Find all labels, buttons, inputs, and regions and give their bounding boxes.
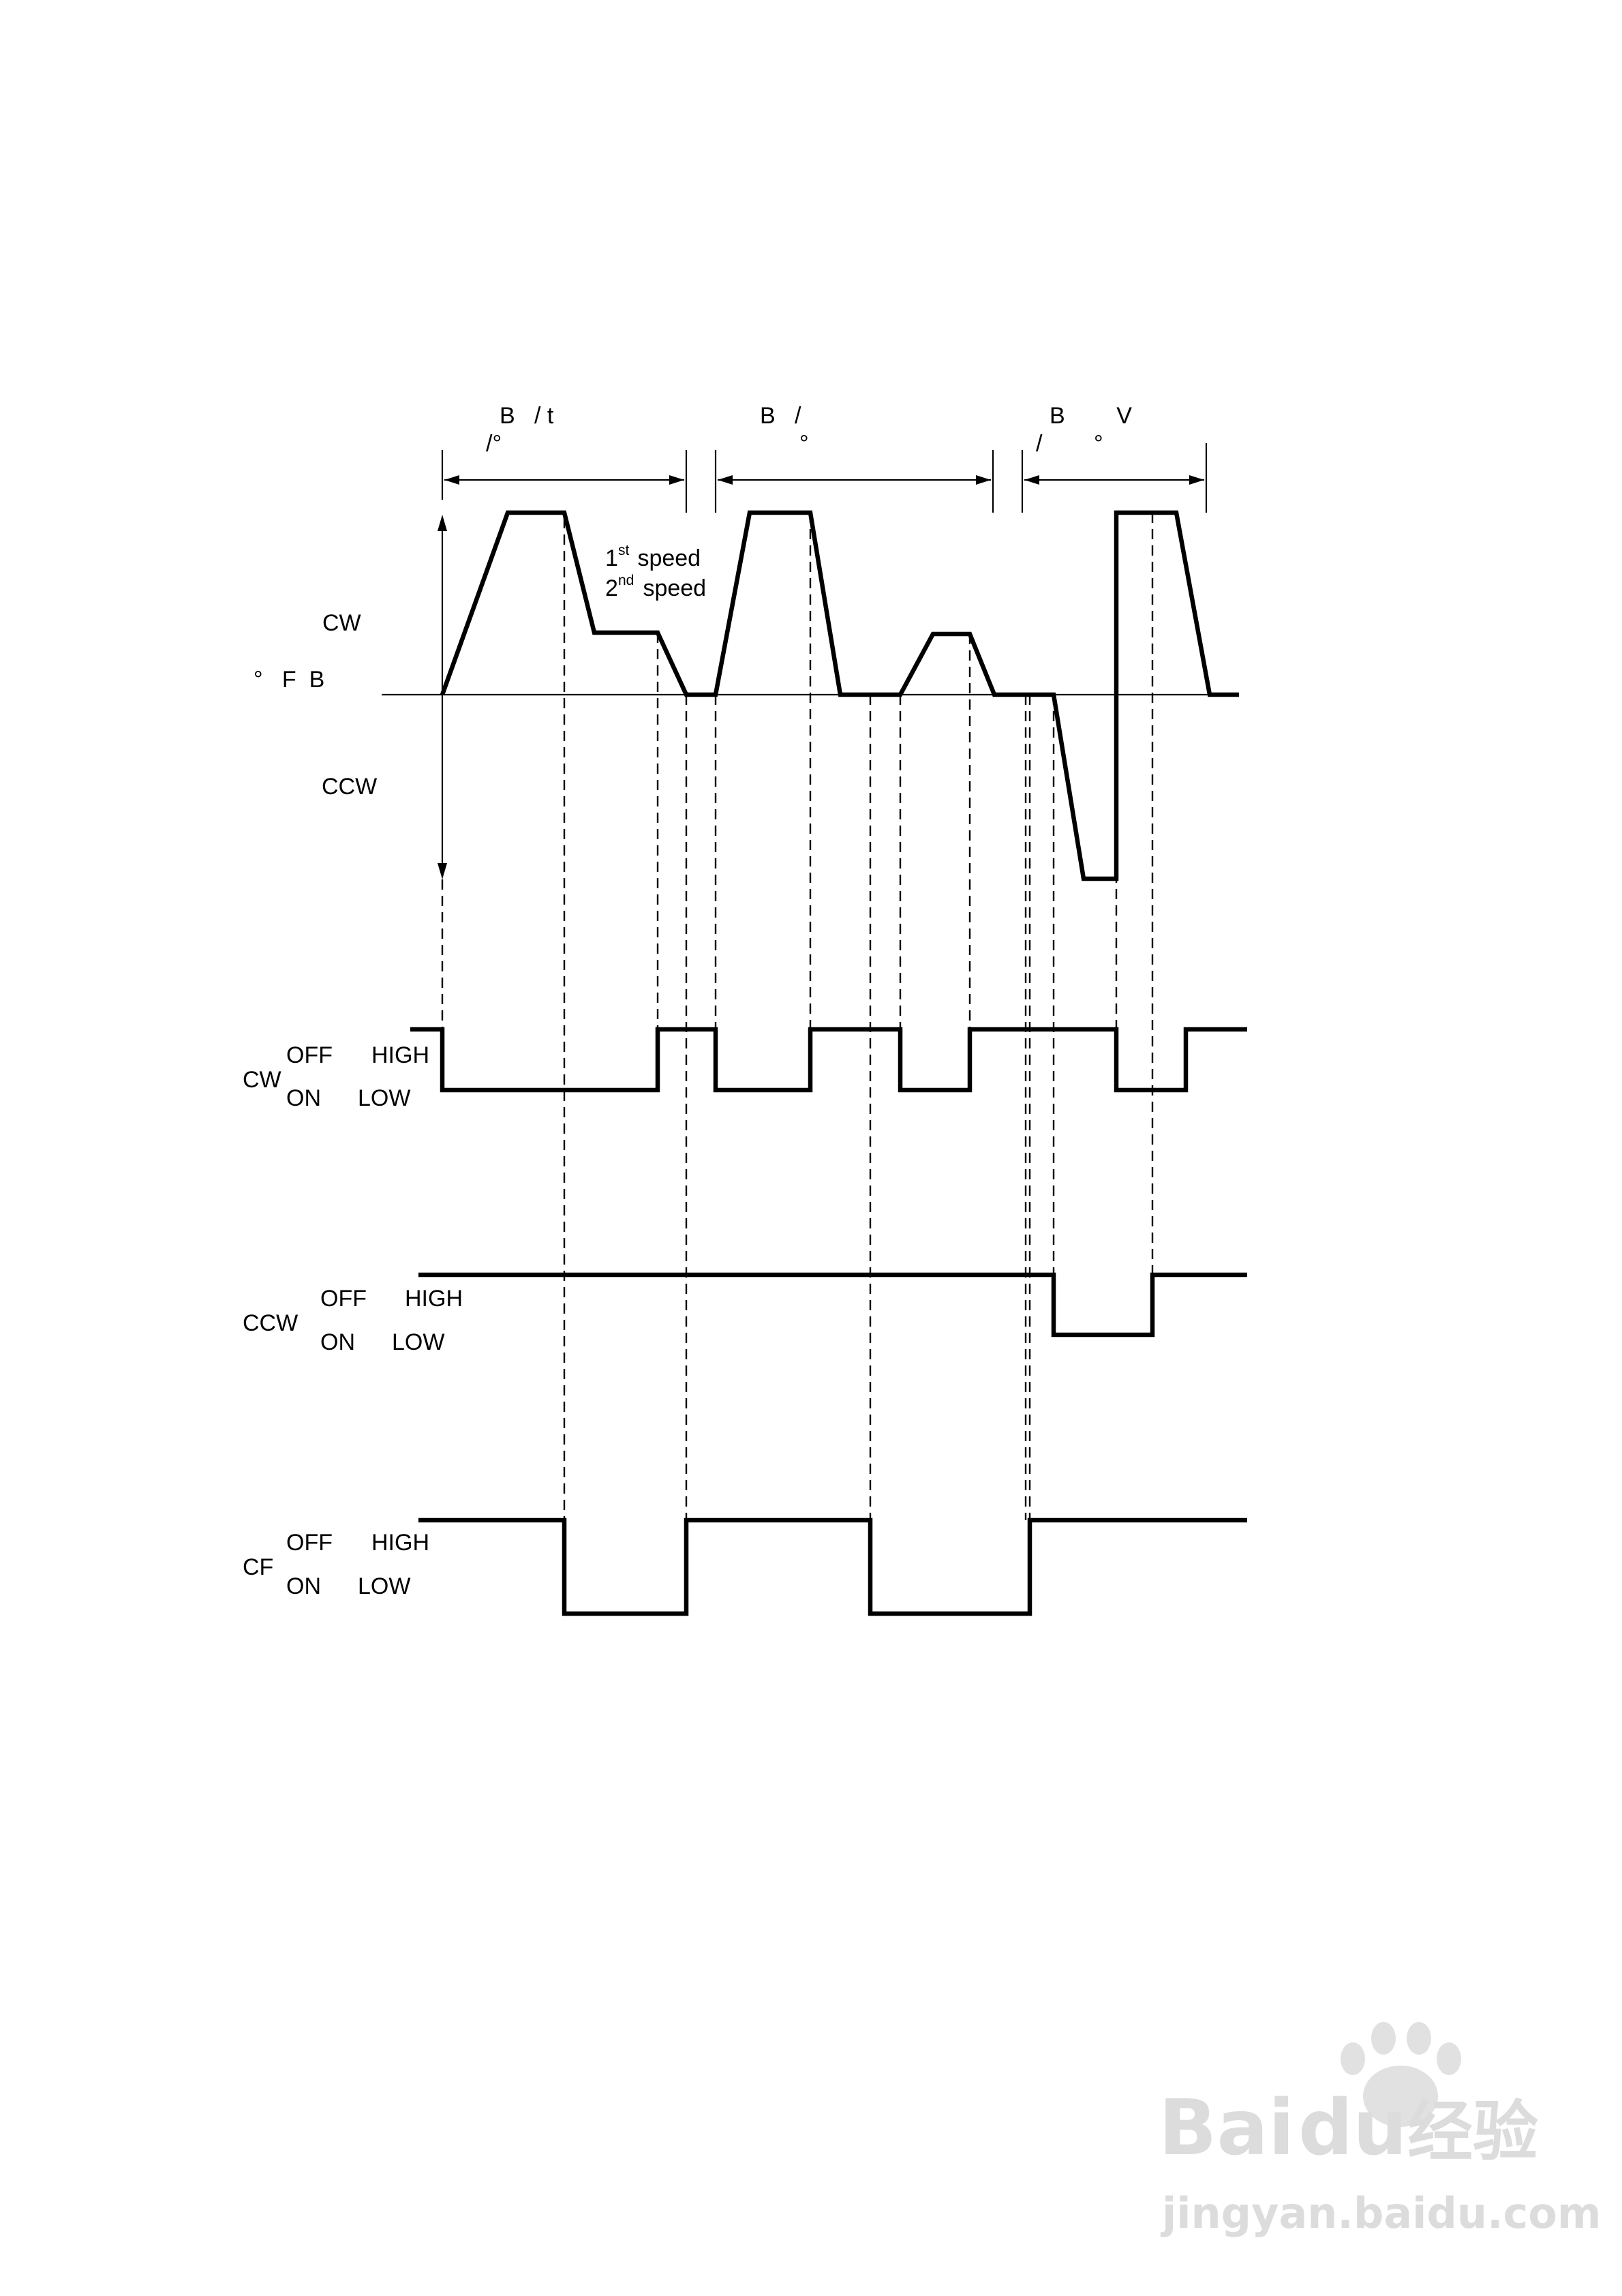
- cf-off-label: OFF: [286, 1530, 333, 1556]
- cf-signal-waveform: [418, 1517, 1247, 1616]
- ccw-signal-waveform: [418, 1272, 1247, 1338]
- speed-profile-waveform: [440, 510, 1239, 881]
- cw-low-label: LOW: [358, 1085, 410, 1111]
- segment-1-title: B / t: [500, 403, 554, 429]
- cf-high-label: HIGH: [371, 1530, 429, 1556]
- first-speed-label: 1 st speed: [605, 543, 701, 571]
- svg-text:经验: 经验: [1407, 2094, 1538, 2170]
- cw-axis-label: CW: [322, 610, 361, 636]
- svg-text:2: 2: [605, 575, 618, 601]
- cf-signal-name: CF: [243, 1554, 273, 1580]
- cw-signal-waveform: [410, 1027, 1247, 1093]
- dashed-guides: [441, 513, 1154, 1614]
- svg-text:speed: speed: [631, 545, 701, 571]
- ccw-high-label: HIGH: [405, 1286, 463, 1312]
- cw-off-label: OFF: [286, 1042, 333, 1068]
- ccw-on-label: ON: [320, 1329, 355, 1355]
- segment-3-subtitle: / °: [1036, 431, 1103, 457]
- second-speed-label: 2 nd speed: [605, 573, 706, 601]
- segment-2-subtitle: °: [799, 431, 809, 457]
- cf-on-label: ON: [286, 1573, 321, 1599]
- paw-icon: [1341, 2022, 1461, 2127]
- fb-label: ° F B: [254, 667, 324, 693]
- interval-arrows: [441, 443, 1208, 513]
- baidu-watermark: Bai du 经验 jingyan.baidu.com: [1159, 2022, 1601, 2238]
- ccw-off-label: OFF: [320, 1286, 367, 1312]
- svg-text:Bai: Bai: [1159, 2084, 1294, 2173]
- cf-low-label: LOW: [358, 1573, 410, 1599]
- svg-text:st: st: [618, 543, 630, 558]
- cw-high-label: HIGH: [371, 1042, 429, 1068]
- ccw-axis-label: CCW: [322, 774, 377, 800]
- ccw-low-label: LOW: [392, 1329, 444, 1355]
- svg-text:jingyan.baidu.com: jingyan.baidu.com: [1160, 2188, 1601, 2238]
- svg-text:du: du: [1298, 2084, 1407, 2173]
- segment-2-title: B /: [760, 403, 801, 429]
- svg-text:speed: speed: [637, 575, 706, 601]
- segment-3-title: B V: [1050, 403, 1132, 429]
- svg-text:1: 1: [605, 545, 618, 571]
- ccw-signal-name: CCW: [243, 1310, 298, 1336]
- svg-text:nd: nd: [618, 573, 634, 588]
- segment-1-subtitle: /°: [486, 431, 502, 457]
- cw-on-label: ON: [286, 1085, 321, 1111]
- cw-signal-name: CW: [243, 1067, 281, 1093]
